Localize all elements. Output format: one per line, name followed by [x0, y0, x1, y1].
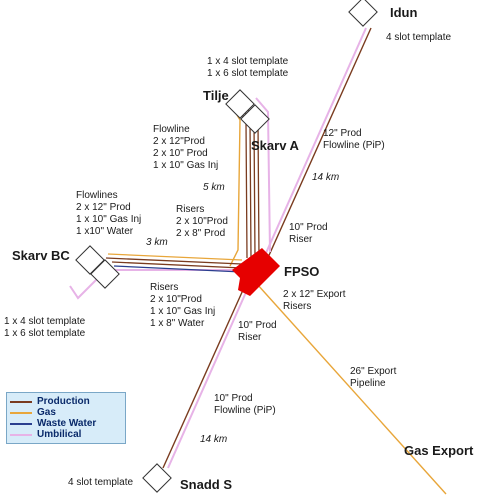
gas-export-line [256, 283, 447, 495]
snadd-distance: 14 km [200, 434, 228, 445]
skarv-a-name: Skarv A [251, 138, 299, 153]
legend-label-gas: Gas [37, 407, 56, 418]
tilje-flowline-label-3: 2 x 10" Prod [153, 148, 208, 159]
export-risers-label-2: Risers [283, 301, 312, 312]
bc-water-line [113, 265, 243, 273]
snadd-production-line [162, 289, 244, 469]
legend-swatch-gas [10, 412, 32, 414]
bc-risers-label-3: 1 x 10" Gas Inj [150, 306, 216, 317]
idun-umbilical-line [261, 27, 367, 263]
bc-gas-line [107, 253, 243, 261]
idun-flowline-label-1: 12" Prod [323, 128, 362, 139]
export-pipeline-label-1: 26" Export [350, 366, 397, 377]
idun-note: 4 slot template [386, 32, 452, 43]
skarv-bc-note-1: 1 x 4 slot template [4, 316, 86, 327]
idun-riser-label-2: Riser [289, 234, 313, 245]
legend-swatch-waste-water [10, 423, 32, 425]
tilje-name: Tilje [203, 88, 229, 103]
idun-flowline-label-2: Flowline (PiP) [323, 140, 385, 151]
tilje-distance: 5 km [203, 182, 225, 193]
bc-production-line-1 [105, 257, 243, 265]
skarv-bc-template-2 [90, 259, 120, 289]
bc-flowlines-label-3: 1 x 10" Gas Inj [76, 214, 142, 225]
snadd-riser-label-2: Riser [238, 332, 262, 343]
tilje-gas-line [229, 107, 241, 267]
tilje-flowline-label-2: 2 x 12"Prod [153, 136, 205, 147]
tilje-umbilical-line [255, 97, 271, 253]
legend-swatch-production [10, 401, 32, 403]
bc-flowlines-label-2: 2 x 12" Prod [76, 202, 131, 213]
idun-riser-label-1: 10" Prod [289, 222, 328, 233]
bc-risers-label-4: 1 x 8" Water [150, 318, 205, 329]
tilje-risers-label-2: 2 x 10"Prod [176, 216, 228, 227]
legend-swatch-umbilical [10, 434, 32, 436]
tilje-template-2 [240, 104, 270, 134]
export-risers-label-1: 2 x 12" Export [283, 289, 346, 300]
bc-distance: 3 km [146, 237, 168, 248]
snadd-name: Snadd S [180, 477, 233, 492]
idun-distance: 14 km [312, 172, 340, 183]
tilje-note-2: 1 x 6 slot template [207, 68, 289, 79]
tilje-template-1 [225, 89, 255, 119]
snadd-template [142, 463, 172, 493]
tilje-flowline-label-4: 1 x 10" Gas Inj [153, 160, 219, 171]
idun-template [348, 0, 378, 27]
snadd-flowline-label-1: 10" Prod [214, 393, 253, 404]
bc-production-line-2 [111, 261, 243, 269]
tilje-production-line-2 [243, 109, 252, 259]
idun-production-line [265, 27, 372, 263]
tilje-risers-label-3: 2 x 8" Prod [176, 228, 226, 239]
snadd-umbilical-line [167, 289, 248, 469]
legend-label-umbilical: Umbilical [37, 429, 82, 440]
gas-export-name: Gas Export [404, 443, 474, 458]
bc-flowlines-label-4: 1 x10" Water [76, 226, 134, 237]
bc-umbilical-line [69, 269, 240, 300]
skarv-bc-note-2: 1 x 6 slot template [4, 328, 86, 339]
tilje-risers-label-1: Risers [176, 204, 205, 215]
bc-flowlines-label-1: Flowlines [76, 190, 118, 201]
tilje-production-line-1 [239, 109, 248, 259]
skarv-bc-name: Skarv BC [12, 248, 70, 263]
tilje-note-1: 1 x 4 slot template [207, 56, 289, 67]
tilje-flowline-label-1: Flowline [153, 124, 190, 135]
legend-label-waste-water: Waste Water [37, 418, 97, 429]
snadd-flowline-label-2: Flowline (PiP) [214, 405, 276, 416]
legend: Production Gas Waste Water Umbilical [6, 392, 126, 444]
fpso-vessel [232, 248, 280, 296]
legend-label-production: Production [37, 396, 90, 407]
idun-name: Idun [390, 5, 418, 20]
export-pipeline-label-2: Pipeline [350, 378, 386, 389]
snadd-riser-label-1: 10" Prod [238, 320, 277, 331]
fpso-name: FPSO [284, 264, 320, 279]
bc-risers-label-2: 2 x 10"Prod [150, 294, 202, 305]
bc-risers-label-1: Risers [150, 282, 179, 293]
snadd-note: 4 slot template [68, 477, 134, 488]
skarv-bc-template-1 [75, 245, 105, 275]
